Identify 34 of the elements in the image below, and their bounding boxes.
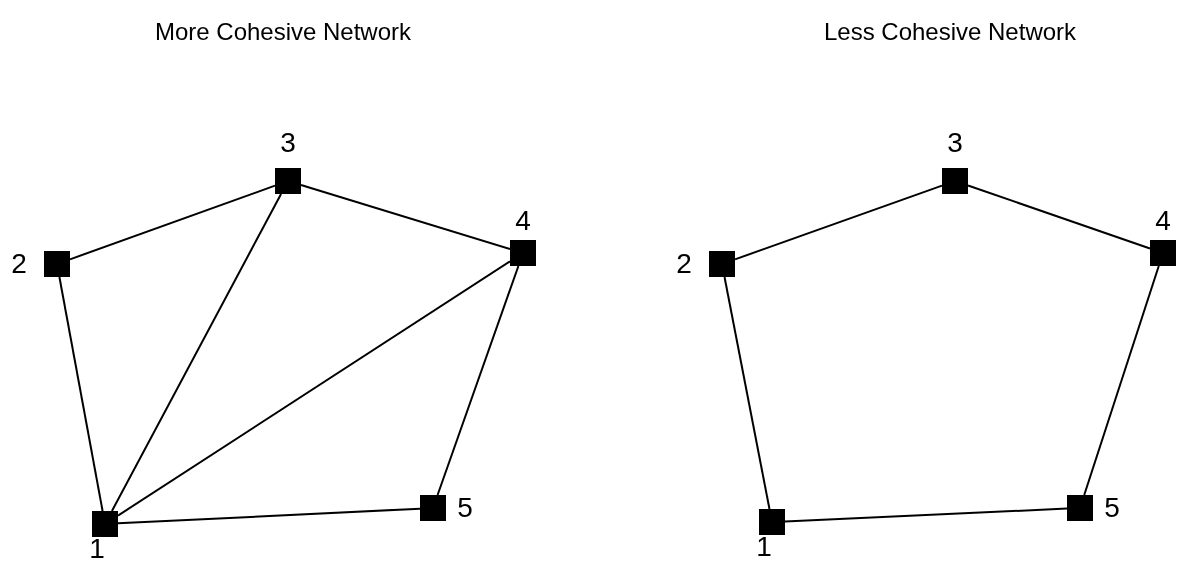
- connector-line: [58, 276, 104, 512]
- node-number: 5: [1104, 494, 1120, 522]
- connector-line: [117, 260, 511, 517]
- connector-line: [436, 265, 520, 496]
- connector-line: [300, 184, 511, 250]
- network-title: Less Cohesive Network: [823, 20, 1077, 44]
- node-square: [1150, 240, 1176, 266]
- node-square: [759, 509, 785, 535]
- node-number: 3: [947, 129, 963, 157]
- connector-line: [784, 507, 1068, 523]
- node-number: 1: [89, 535, 105, 563]
- node-square: [44, 251, 70, 277]
- network-title: More Cohesive Network: [154, 20, 412, 44]
- connector-line: [69, 184, 276, 261]
- connector-line: [967, 184, 1151, 250]
- connector-line: [1083, 265, 1160, 496]
- node-number: 5: [457, 494, 473, 522]
- node-square: [510, 240, 536, 266]
- node-square: [420, 495, 446, 521]
- node-number: 3: [280, 129, 296, 157]
- node-square: [1067, 495, 1093, 521]
- node-number: 1: [756, 533, 772, 561]
- node-number: 2: [11, 250, 27, 278]
- connector-line: [734, 184, 943, 261]
- node-square: [709, 251, 735, 277]
- node-number: 4: [1155, 207, 1171, 235]
- node-number: 2: [676, 250, 692, 278]
- node-square: [942, 168, 968, 194]
- node-square: [92, 511, 118, 537]
- node-number: 4: [515, 207, 531, 235]
- connector-line: [110, 193, 283, 512]
- node-square: [275, 168, 301, 194]
- connector-line: [117, 507, 421, 525]
- connector-line: [723, 276, 771, 510]
